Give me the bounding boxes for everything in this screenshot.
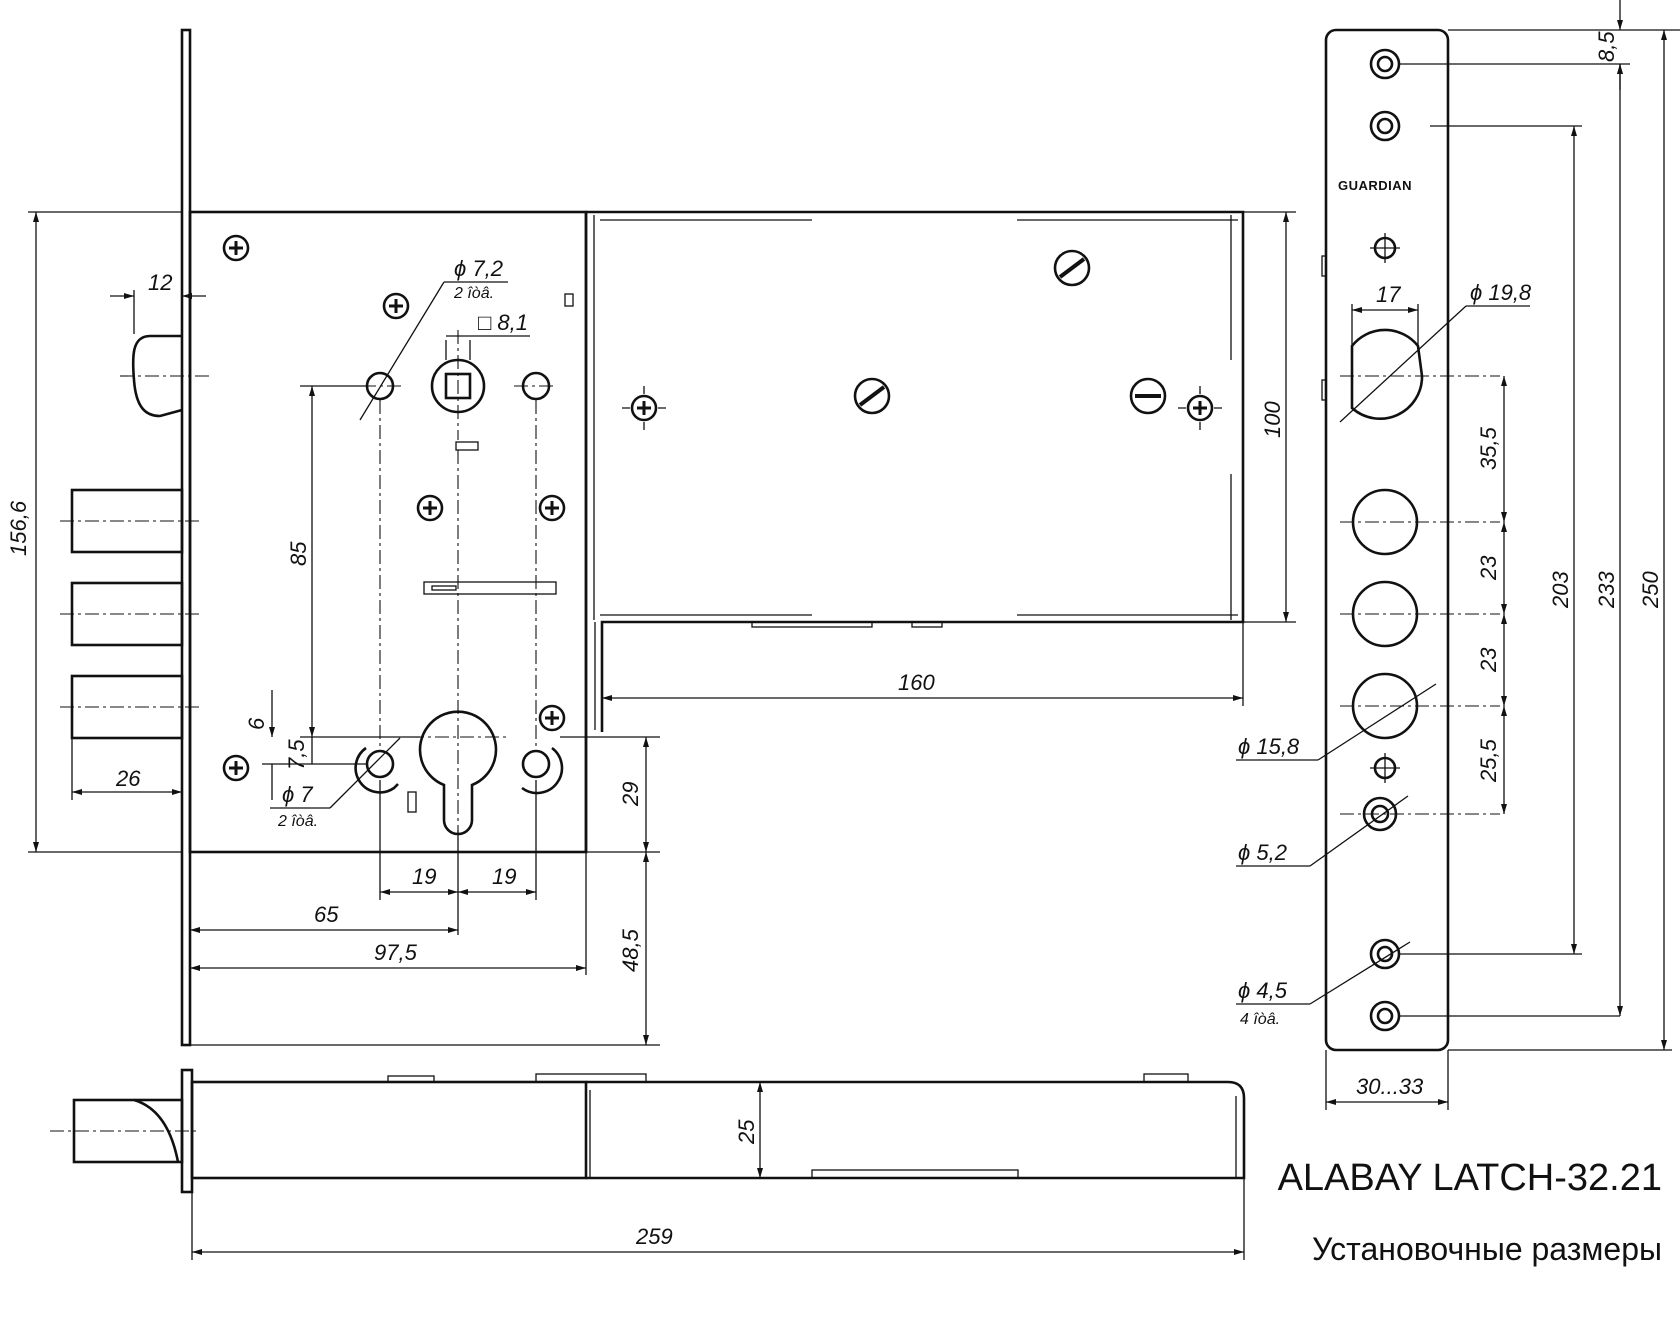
drawing-title: ALABAY LATCH-32.21: [1278, 1157, 1662, 1199]
dim-5-2: ϕ 5,2: [1238, 840, 1287, 865]
dim-8-5: 8,5: [1594, 31, 1619, 62]
dim-23-lower: 23: [1476, 647, 1501, 673]
faceplate-view: GUARDIAN 8,5 17: [1236, 0, 1680, 1110]
dim-19-8: ϕ 19,8: [1470, 280, 1532, 305]
top-extension: [586, 1080, 1246, 1180]
dim-65: 65: [314, 902, 339, 927]
dim-250: 250: [1638, 571, 1663, 609]
dim-100: 100: [1260, 401, 1285, 438]
dim-4-5-note: 4 îòâ.: [1240, 1011, 1280, 1028]
drawing-subtitle: Установочные размеры: [1312, 1231, 1662, 1267]
dim-7-5: 7,5: [284, 739, 309, 770]
dim-4-5: ϕ 4,5: [1238, 978, 1288, 1003]
dim-203: 203: [1548, 571, 1573, 609]
dim-19-right: 19: [492, 864, 516, 889]
dim-hole-7-note: 2 îòâ.: [277, 813, 318, 830]
dim-259: 259: [635, 1224, 673, 1249]
faceplate-strip: [1324, 28, 1450, 1052]
top-case: [190, 1080, 588, 1180]
dim-case-height: 156,6: [6, 500, 31, 556]
dim-85: 85: [286, 541, 311, 566]
dim-97-5: 97,5: [374, 940, 418, 965]
top-view: 25 259: [50, 1068, 1246, 1260]
extension-box: [586, 210, 1245, 732]
dim-width-30-33: 30...33: [1356, 1074, 1424, 1099]
brand-mark: GUARDIAN: [1338, 178, 1412, 193]
dim-bolt-throw: 26: [115, 766, 141, 791]
cylinder-cutout: [418, 710, 498, 836]
dim-23-upper: 23: [1476, 555, 1501, 581]
dim-35-5: 35,5: [1476, 426, 1501, 470]
latch-opening: [1350, 328, 1424, 420]
hole-left-lower: [365, 749, 395, 779]
dim-160: 160: [898, 670, 935, 695]
dim-25-5: 25,5: [1476, 738, 1501, 783]
dim-19-left: 19: [412, 864, 436, 889]
hole-right-lower: [521, 749, 551, 779]
dim-15-8: ϕ 15,8: [1238, 734, 1300, 759]
dim-hole-7-2: ϕ 7,2: [454, 256, 503, 281]
dim-hole-7: ϕ 7: [282, 782, 313, 807]
dim-17: 17: [1376, 282, 1401, 307]
dim-square-8-1: □ 8,1: [478, 310, 528, 335]
screw-icons: [222, 234, 1222, 782]
dim-48-5: 48,5: [618, 928, 643, 972]
dim-29: 29: [618, 782, 643, 807]
dim-latch-width: 12: [148, 270, 172, 295]
dim-233: 233: [1594, 571, 1619, 609]
dim-6: 6: [244, 717, 269, 730]
latch-bolt: [131, 334, 183, 418]
dim-hole-7-2-note: 2 îòâ.: [453, 285, 494, 302]
dim-25: 25: [734, 1119, 759, 1145]
front-view: 12 156,6 26 ϕ 7,2 2 îòâ. □ 8,1 85 6 7,5: [6, 28, 1296, 1047]
